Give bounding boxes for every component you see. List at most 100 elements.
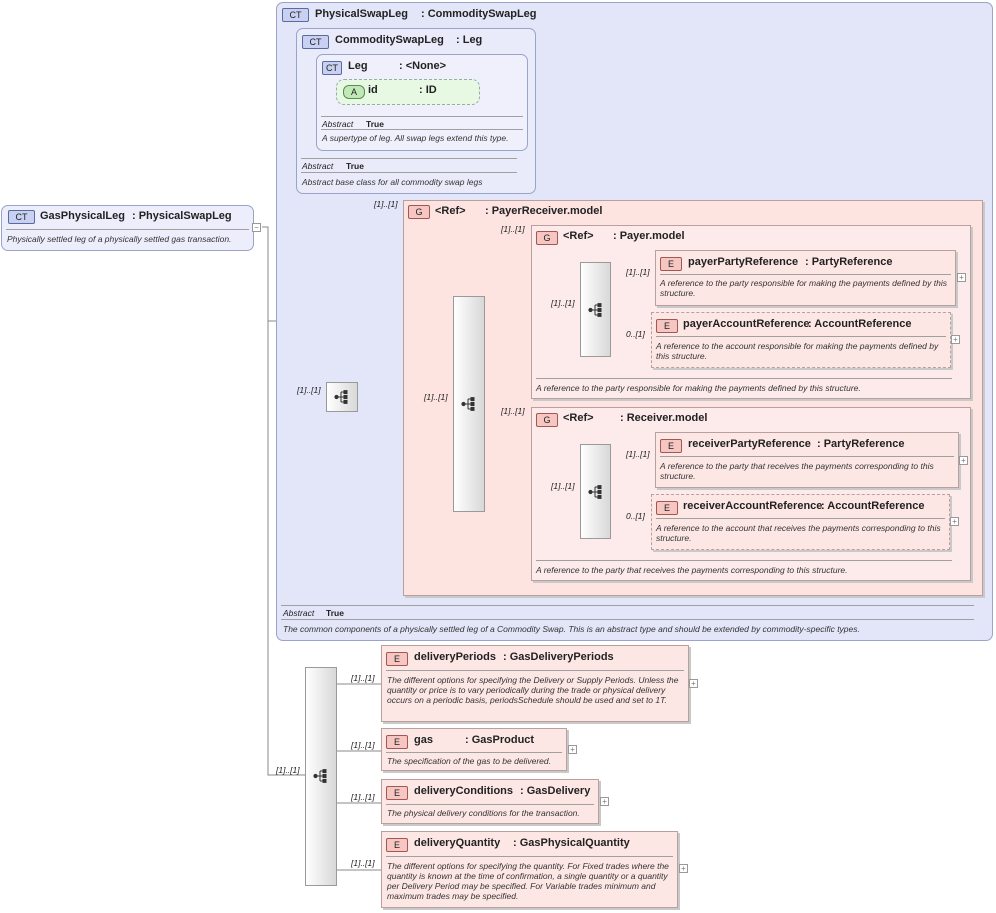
element-type: : PartyReference [805, 256, 893, 268]
attribute-type: : ID [419, 84, 437, 96]
root-description: Physically settled leg of a physically s… [7, 234, 232, 244]
receiver-model-sequence-multiplicity: [1]..[1] [551, 481, 575, 491]
sequence-compositor-icon [588, 485, 602, 499]
group-ref: <Ref> [563, 230, 594, 242]
element-multiplicity: [1]..[1] [626, 449, 650, 459]
abstract-value: True [346, 161, 364, 171]
sequence-compositor-icon [334, 390, 348, 404]
complex-type-badge: CT [282, 8, 309, 22]
element-payer-party-reference[interactable]: E payerPartyReference : PartyReference A… [655, 250, 956, 306]
element-badge: E [660, 439, 682, 453]
element-type: : AccountReference [808, 318, 912, 330]
expand-toggle[interactable]: + [679, 864, 688, 873]
payer-model-sequence-multiplicity: [1]..[1] [551, 298, 575, 308]
group-type: : Receiver.model [620, 412, 708, 424]
sequence-compositor[interactable] [580, 444, 611, 539]
sequence-compositor-icon [588, 303, 602, 317]
element-delivery-conditions[interactable]: E deliveryConditions : GasDelivery The p… [381, 779, 599, 824]
element-badge: E [386, 786, 408, 800]
element-description: A reference to the party that receives t… [660, 461, 934, 481]
attribute-name: id [368, 84, 378, 96]
receiver-model-multiplicity: [1]..[1] [501, 406, 525, 416]
gas-physical-leg-box[interactable]: CT GasPhysicalLeg : PhysicalSwapLeg Phys… [1, 205, 254, 251]
sequence-compositor-icon [461, 397, 475, 411]
group-badge: G [408, 205, 430, 219]
payer-model-description: A reference to the party responsible for… [536, 383, 861, 393]
element-multiplicity: [1]..[1] [626, 267, 650, 277]
element-type: : AccountReference [821, 500, 925, 512]
group-type: : Payer.model [613, 230, 685, 242]
element-badge: E [386, 838, 408, 852]
sequence-multiplicity: [1]..[1] [297, 385, 321, 395]
commodity-swap-leg-name: CommoditySwapLeg [335, 34, 444, 46]
commodity-swap-leg-description: Abstract base class for all commodity sw… [302, 177, 483, 187]
commodity-swap-leg-type: : Leg [456, 34, 483, 46]
physical-swap-leg-type: : CommoditySwapLeg [421, 8, 537, 20]
element-delivery-periods[interactable]: E deliveryPeriods : GasDeliveryPeriods T… [381, 645, 689, 722]
element-name: deliveryPeriods [414, 651, 496, 663]
element-receiver-party-reference[interactable]: E receiverPartyReference : PartyReferenc… [655, 432, 959, 488]
payer-receiver-multiplicity: [1]..[1] [374, 199, 398, 209]
abstract-label: Abstract [302, 161, 334, 171]
complex-type-badge: CT [8, 210, 35, 224]
gas-sequence-multiplicity: [1]..[1] [276, 765, 300, 775]
group-type: : PayerReceiver.model [485, 205, 603, 217]
element-name: receiverPartyReference [688, 438, 811, 450]
abstract-label: Abstract [322, 119, 354, 129]
element-badge: E [386, 735, 408, 749]
element-badge: E [656, 319, 678, 333]
leg-description: A supertype of leg. All swap legs extend… [322, 133, 509, 143]
expand-toggle[interactable]: + [959, 456, 968, 465]
leg-name: Leg [348, 60, 368, 72]
expand-toggle[interactable]: + [951, 335, 960, 344]
root-name: GasPhysicalLeg [40, 210, 125, 222]
expand-toggle[interactable]: + [957, 273, 966, 282]
leg-type: : <None> [399, 60, 447, 72]
element-multiplicity: [1]..[1] [351, 792, 375, 802]
element-type: : GasProduct [465, 734, 535, 746]
attribute-id[interactable]: A id : ID [336, 79, 480, 105]
element-name: payerAccountReference [683, 318, 810, 330]
element-badge: E [656, 501, 678, 515]
element-type: : GasDeliveryPeriods [503, 651, 614, 663]
element-name: deliveryConditions [414, 785, 514, 797]
collapse-toggle[interactable]: − [252, 223, 261, 232]
element-gas[interactable]: E gas : GasProduct The specification of … [381, 728, 567, 771]
expand-toggle[interactable]: + [568, 745, 577, 754]
element-name: receiverAccountReference [683, 500, 823, 512]
element-name: gas [414, 734, 433, 746]
abstract-value: True [366, 119, 384, 129]
element-multiplicity: 0..[1] [626, 511, 645, 521]
element-name: payerPartyReference [688, 256, 799, 268]
expand-toggle[interactable]: + [689, 679, 698, 688]
complex-type-badge: CT [302, 35, 329, 49]
receiver-model-description: A reference to the party that receives t… [536, 565, 848, 575]
element-description: The different options for specifying the… [387, 675, 679, 705]
element-multiplicity: [1]..[1] [351, 740, 375, 750]
element-badge: E [660, 257, 682, 271]
element-name: deliveryQuantity [414, 837, 501, 849]
sequence-compositor[interactable] [305, 667, 337, 886]
group-ref: <Ref> [563, 412, 594, 424]
sequence-compositor-icon [313, 769, 327, 783]
sequence-compositor[interactable] [453, 296, 485, 512]
physical-swap-leg-description: The common components of a physically se… [283, 624, 860, 634]
expand-toggle[interactable]: + [600, 797, 609, 806]
group-ref: <Ref> [435, 205, 466, 217]
sequence-compositor[interactable] [580, 262, 611, 357]
element-type: : GasPhysicalQuantity [513, 837, 630, 849]
element-payer-account-reference[interactable]: E payerAccountReference : AccountReferen… [651, 312, 951, 368]
element-multiplicity: [1]..[1] [351, 673, 375, 683]
element-description: The different options for specifying the… [387, 861, 669, 901]
element-delivery-quantity[interactable]: E deliveryQuantity : GasPhysicalQuantity… [381, 831, 678, 908]
element-receiver-account-reference[interactable]: E receiverAccountReference : AccountRefe… [651, 494, 950, 550]
expand-toggle[interactable]: + [950, 517, 959, 526]
payer-receiver-sequence-multiplicity: [1]..[1] [424, 392, 448, 402]
element-description: The specification of the gas to be deliv… [387, 756, 551, 766]
group-badge: G [536, 413, 558, 427]
element-multiplicity: 0..[1] [626, 329, 645, 339]
complex-type-badge: CT [322, 61, 342, 75]
sequence-compositor[interactable] [326, 382, 358, 412]
element-multiplicity: [1]..[1] [351, 858, 375, 868]
group-badge: G [536, 231, 558, 245]
